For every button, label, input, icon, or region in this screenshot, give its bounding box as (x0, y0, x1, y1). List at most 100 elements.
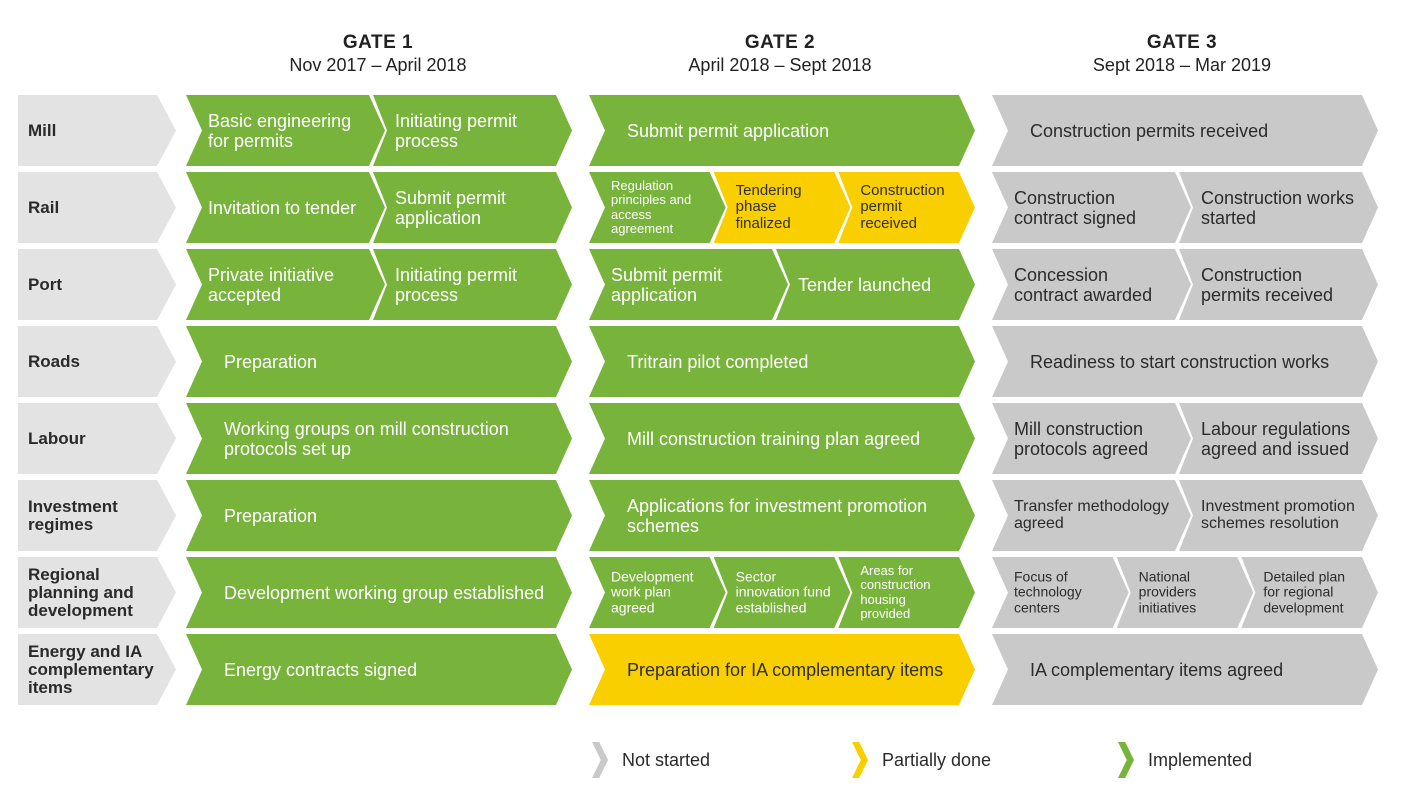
row-label: Rail (18, 172, 176, 243)
legend-label: Partially done (882, 750, 992, 770)
milestone-step: Tendering phase finalized (714, 172, 851, 243)
gate-title: GATE 2 (744, 32, 816, 53)
milestone-text: IA complementary items agreed (1030, 659, 1284, 680)
milestone-step: Areas for construction housing provided (838, 557, 975, 628)
milestone-text: Initiating permit process (395, 264, 518, 305)
milestone-text: Sector innovation fund established (735, 567, 831, 616)
milestone-step: Energy contracts signed (186, 634, 572, 705)
milestone-step: Labour regulations agreed and issued (1179, 403, 1378, 474)
row-label: Investment regimes (18, 480, 176, 551)
row-label-text: Regional planning and development (28, 564, 134, 620)
milestone-text: Submit permit application (627, 120, 830, 141)
gate-title: GATE 3 (1146, 32, 1218, 53)
milestone-text: Labour regulations agreed and issued (1201, 418, 1351, 459)
milestone-text: Development working group established (224, 582, 545, 603)
milestone-text: Transfer methodology agreed (1014, 497, 1170, 533)
milestone-step: Submit permit application (373, 172, 572, 243)
milestone-text: Submit permit application (611, 264, 723, 305)
milestone-step: Regulation principles and access agreeme… (589, 172, 726, 243)
milestone-step: Mill construction training plan agreed (589, 403, 975, 474)
milestone-text: Preparation for IA complementary items (627, 659, 944, 680)
legend-label: Implemented (1148, 750, 1253, 770)
milestone-step: Tender launched (776, 249, 975, 320)
gate-range: Sept 2018 – Mar 2019 (1092, 55, 1272, 75)
milestone-step: Basic engineering for permits (186, 95, 385, 166)
milestone-text: Tritrain pilot completed (627, 351, 809, 372)
milestone-step: Development work plan agreed (589, 557, 726, 628)
row-label: Energy and IA complementary items (18, 634, 176, 705)
row-label: Port (18, 249, 176, 320)
milestone-text: Construction permits received (1030, 120, 1269, 141)
milestone-step: Construction contract signed (992, 172, 1191, 243)
milestone-step: Mill construction protocols agreed (992, 403, 1191, 474)
milestone-text: Basic engineering for permits (208, 110, 352, 151)
milestone-step: Working groups on mill construction prot… (186, 403, 572, 474)
milestone-text: Energy contracts signed (224, 659, 418, 680)
milestone-step: Tritrain pilot completed (589, 326, 975, 397)
milestone-text: Readiness to start construction works (1030, 351, 1330, 372)
milestone-text: Construction permits received (1201, 264, 1334, 305)
milestone-text: Focus of technology centers (1014, 567, 1082, 616)
milestone-text: Detailed plan for regional development (1263, 567, 1346, 616)
milestone-step: Concession contract awarded (992, 249, 1191, 320)
gate-range: Nov 2017 – April 2018 (289, 55, 467, 75)
milestone-text: Construction contract signed (1014, 187, 1137, 228)
milestone-step: Applications for investment promotion sc… (589, 480, 975, 551)
milestone-text: Development work plan agreed (611, 567, 694, 616)
milestone-step: IA complementary items agreed (992, 634, 1378, 705)
milestone-step: Construction permits received (992, 95, 1378, 166)
milestone-step: Submit permit application (589, 95, 975, 166)
milestone-step: Focus of technology centers (992, 557, 1129, 628)
milestone-text: Invitation to tender (208, 197, 357, 218)
milestone-step: Preparation (186, 326, 572, 397)
milestone-step: Construction permit received (838, 172, 975, 243)
milestone-text: National providers initiatives (1138, 567, 1197, 616)
milestone-step: National providers initiatives (1117, 557, 1254, 628)
milestone-text: Concession contract awarded (1014, 264, 1153, 305)
gate-3-header: GATE 3 Sept 2018 – Mar 2019 (992, 32, 1372, 76)
row-label-text: Port (28, 274, 62, 294)
milestone-text: Submit permit application (395, 187, 507, 228)
milestone-text: Working groups on mill construction prot… (224, 418, 509, 459)
legend-label: Not started (622, 750, 711, 770)
milestone-text: Construction works started (1201, 187, 1355, 228)
milestone-step: Investment promotion schemes resolution (1179, 480, 1378, 551)
gate-2-header: GATE 2 April 2018 – Sept 2018 (590, 32, 970, 76)
milestone-text: Construction permit received (860, 181, 945, 232)
milestone-text: Tendering phase finalized (735, 181, 802, 232)
row-label-text: Energy and IA complementary items (28, 641, 154, 697)
row-label: Mill (18, 95, 176, 166)
milestone-step: Development working group established (186, 557, 572, 628)
row-label: Labour (18, 403, 176, 474)
milestone-step: Preparation (186, 480, 572, 551)
row-label-text: Labour (28, 428, 86, 448)
row-label-text: Investment regimes (28, 496, 118, 534)
milestone-step: Construction works started (1179, 172, 1378, 243)
milestone-step: Preparation for IA complementary items (589, 634, 975, 705)
row-label-text: Roads (28, 351, 80, 371)
row-label-text: Mill (28, 120, 57, 140)
row-label: Roads (18, 326, 176, 397)
milestone-step: Detailed plan for regional development (1241, 557, 1378, 628)
milestone-text: Preparation (224, 505, 318, 526)
row-label-text: Rail (28, 197, 60, 217)
milestone-step: Construction permits received (1179, 249, 1378, 320)
row-label: Regional planning and development (18, 557, 176, 628)
milestone-step: Transfer methodology agreed (992, 480, 1191, 551)
milestone-text: Regulation principles and access agreeme… (611, 177, 692, 237)
milestone-step: Readiness to start construction works (992, 326, 1378, 397)
milestone-step: Private initiative accepted (186, 249, 385, 320)
milestone-step: Initiating permit process (373, 249, 572, 320)
milestone-step: Submit permit application (589, 249, 788, 320)
milestone-text: Initiating permit process (395, 110, 518, 151)
milestone-step: Sector innovation fund established (714, 557, 851, 628)
milestone-step: Invitation to tender (186, 172, 385, 243)
gate-1-header: GATE 1 Nov 2017 – April 2018 (188, 32, 568, 76)
milestone-text: Investment promotion schemes resolution (1201, 497, 1355, 533)
milestone-text: Private initiative accepted (208, 264, 335, 305)
milestone-text: Applications for investment promotion sc… (627, 495, 928, 536)
milestone-text: Mill construction training plan agreed (627, 428, 921, 449)
milestone-text: Areas for construction housing provided (860, 562, 931, 622)
milestone-step: Initiating permit process (373, 95, 572, 166)
